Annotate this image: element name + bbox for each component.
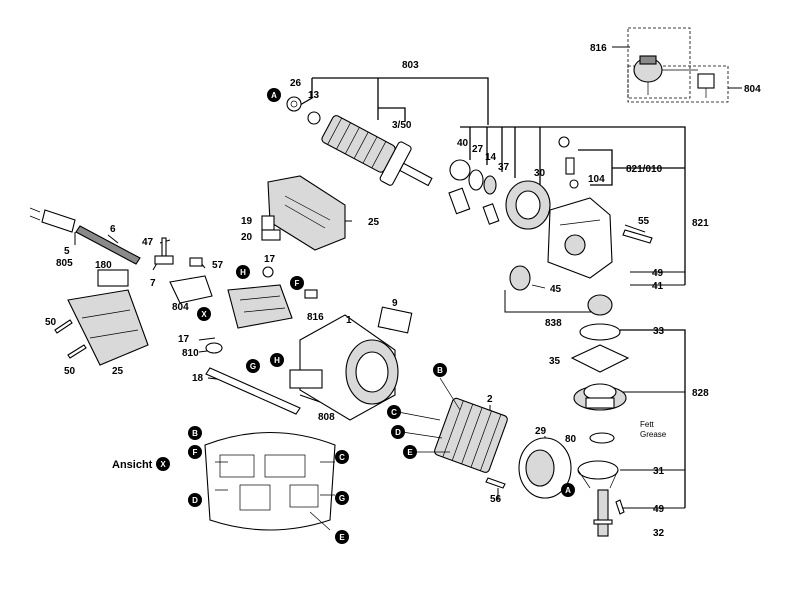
marker-c-view: C <box>335 450 349 464</box>
marker-e-view: E <box>335 530 349 544</box>
label-19: 19 <box>241 216 253 227</box>
label-27: 27 <box>472 144 484 155</box>
label-fett: Fett <box>640 420 655 429</box>
label-13: 13 <box>308 90 320 101</box>
label-821: 821 <box>692 218 709 229</box>
svg-text:C: C <box>339 453 345 462</box>
svg-text:D: D <box>395 428 401 437</box>
svg-text:F: F <box>193 448 198 457</box>
label-25-b: 25 <box>112 366 124 377</box>
svg-text:X: X <box>160 460 166 469</box>
svg-text:G: G <box>250 362 256 371</box>
label-33: 33 <box>653 326 665 337</box>
label-30: 30 <box>534 168 546 179</box>
label-804-top: 804 <box>744 84 761 95</box>
label-828: 828 <box>692 388 709 399</box>
label-40: 40 <box>457 138 469 149</box>
label-808: 808 <box>318 412 335 423</box>
label-805: 805 <box>56 258 73 269</box>
label-17-a: 17 <box>264 254 276 265</box>
label-810: 810 <box>182 348 199 359</box>
label-25-a: 25 <box>368 217 380 228</box>
label-9: 9 <box>392 298 398 309</box>
label-57: 57 <box>212 260 224 271</box>
label-3-50: 3/50 <box>392 120 412 131</box>
label-31: 31 <box>653 466 665 477</box>
marker-c-right: C <box>387 405 401 419</box>
marker-h-mid: H <box>236 265 250 279</box>
marker-h-lower: H <box>270 353 284 367</box>
label-816-mid: 816 <box>307 312 324 323</box>
label-37: 37 <box>498 162 510 173</box>
label-26: 26 <box>290 78 302 89</box>
marker-d-view: D <box>188 493 202 507</box>
label-804-mid: 804 <box>172 302 189 313</box>
svg-text:B: B <box>437 366 443 375</box>
label-49-b: 49 <box>653 504 665 515</box>
label-47: 47 <box>142 237 154 248</box>
label-17-b: 17 <box>178 334 190 345</box>
label-41: 41 <box>652 281 664 292</box>
parts <box>29 27 729 537</box>
label-20: 20 <box>241 232 253 243</box>
label-ansicht: Ansicht <box>112 459 153 471</box>
label-18: 18 <box>192 373 204 384</box>
svg-text:B: B <box>192 429 198 438</box>
svg-text:E: E <box>339 533 345 542</box>
label-180: 180 <box>95 260 112 271</box>
label-5: 5 <box>64 246 70 257</box>
label-29: 29 <box>535 426 547 437</box>
marker-g-mid: G <box>246 359 260 373</box>
marker-a-bottom: A <box>561 483 575 497</box>
svg-text:X: X <box>201 310 207 319</box>
label-45: 45 <box>550 284 562 295</box>
label-1: 1 <box>346 315 352 326</box>
marker-x-view: X <box>156 457 170 471</box>
svg-text:A: A <box>271 91 277 100</box>
marker-g-view: G <box>335 491 349 505</box>
svg-text:G: G <box>339 494 345 503</box>
marker-f-mid: F <box>290 276 304 290</box>
marker-f-view: F <box>188 445 202 459</box>
label-49-a: 49 <box>652 268 664 279</box>
part-number-labels: 803 26 13 3/50 40 27 14 37 30 816 804 82… <box>45 43 761 539</box>
marker-a-top: A <box>267 88 281 102</box>
svg-text:H: H <box>240 268 246 277</box>
svg-text:H: H <box>274 356 280 365</box>
label-838: 838 <box>545 318 562 329</box>
label-2: 2 <box>487 394 493 405</box>
marker-b-right: B <box>433 363 447 377</box>
label-55: 55 <box>638 216 650 227</box>
marker-b-view: B <box>188 426 202 440</box>
label-816-top: 816 <box>590 43 607 54</box>
marker-d-right: D <box>391 425 405 439</box>
svg-text:C: C <box>391 408 397 417</box>
svg-text:D: D <box>192 496 198 505</box>
label-6: 6 <box>110 224 116 235</box>
label-50-b: 50 <box>64 366 76 377</box>
label-grease: Grease <box>640 430 667 439</box>
svg-text:F: F <box>295 279 300 288</box>
label-14: 14 <box>485 152 497 163</box>
label-80: 80 <box>565 434 577 445</box>
marker-x-mid: X <box>197 307 211 321</box>
marker-e-right: E <box>403 445 417 459</box>
label-56: 56 <box>490 494 502 505</box>
label-35: 35 <box>549 356 561 367</box>
label-104: 104 <box>588 174 605 185</box>
label-803: 803 <box>402 60 419 71</box>
label-32: 32 <box>653 528 665 539</box>
svg-text:A: A <box>565 486 571 495</box>
svg-text:E: E <box>407 448 413 457</box>
label-50-a: 50 <box>45 317 57 328</box>
label-7: 7 <box>150 278 156 289</box>
label-821-010: 821/010 <box>626 164 663 175</box>
